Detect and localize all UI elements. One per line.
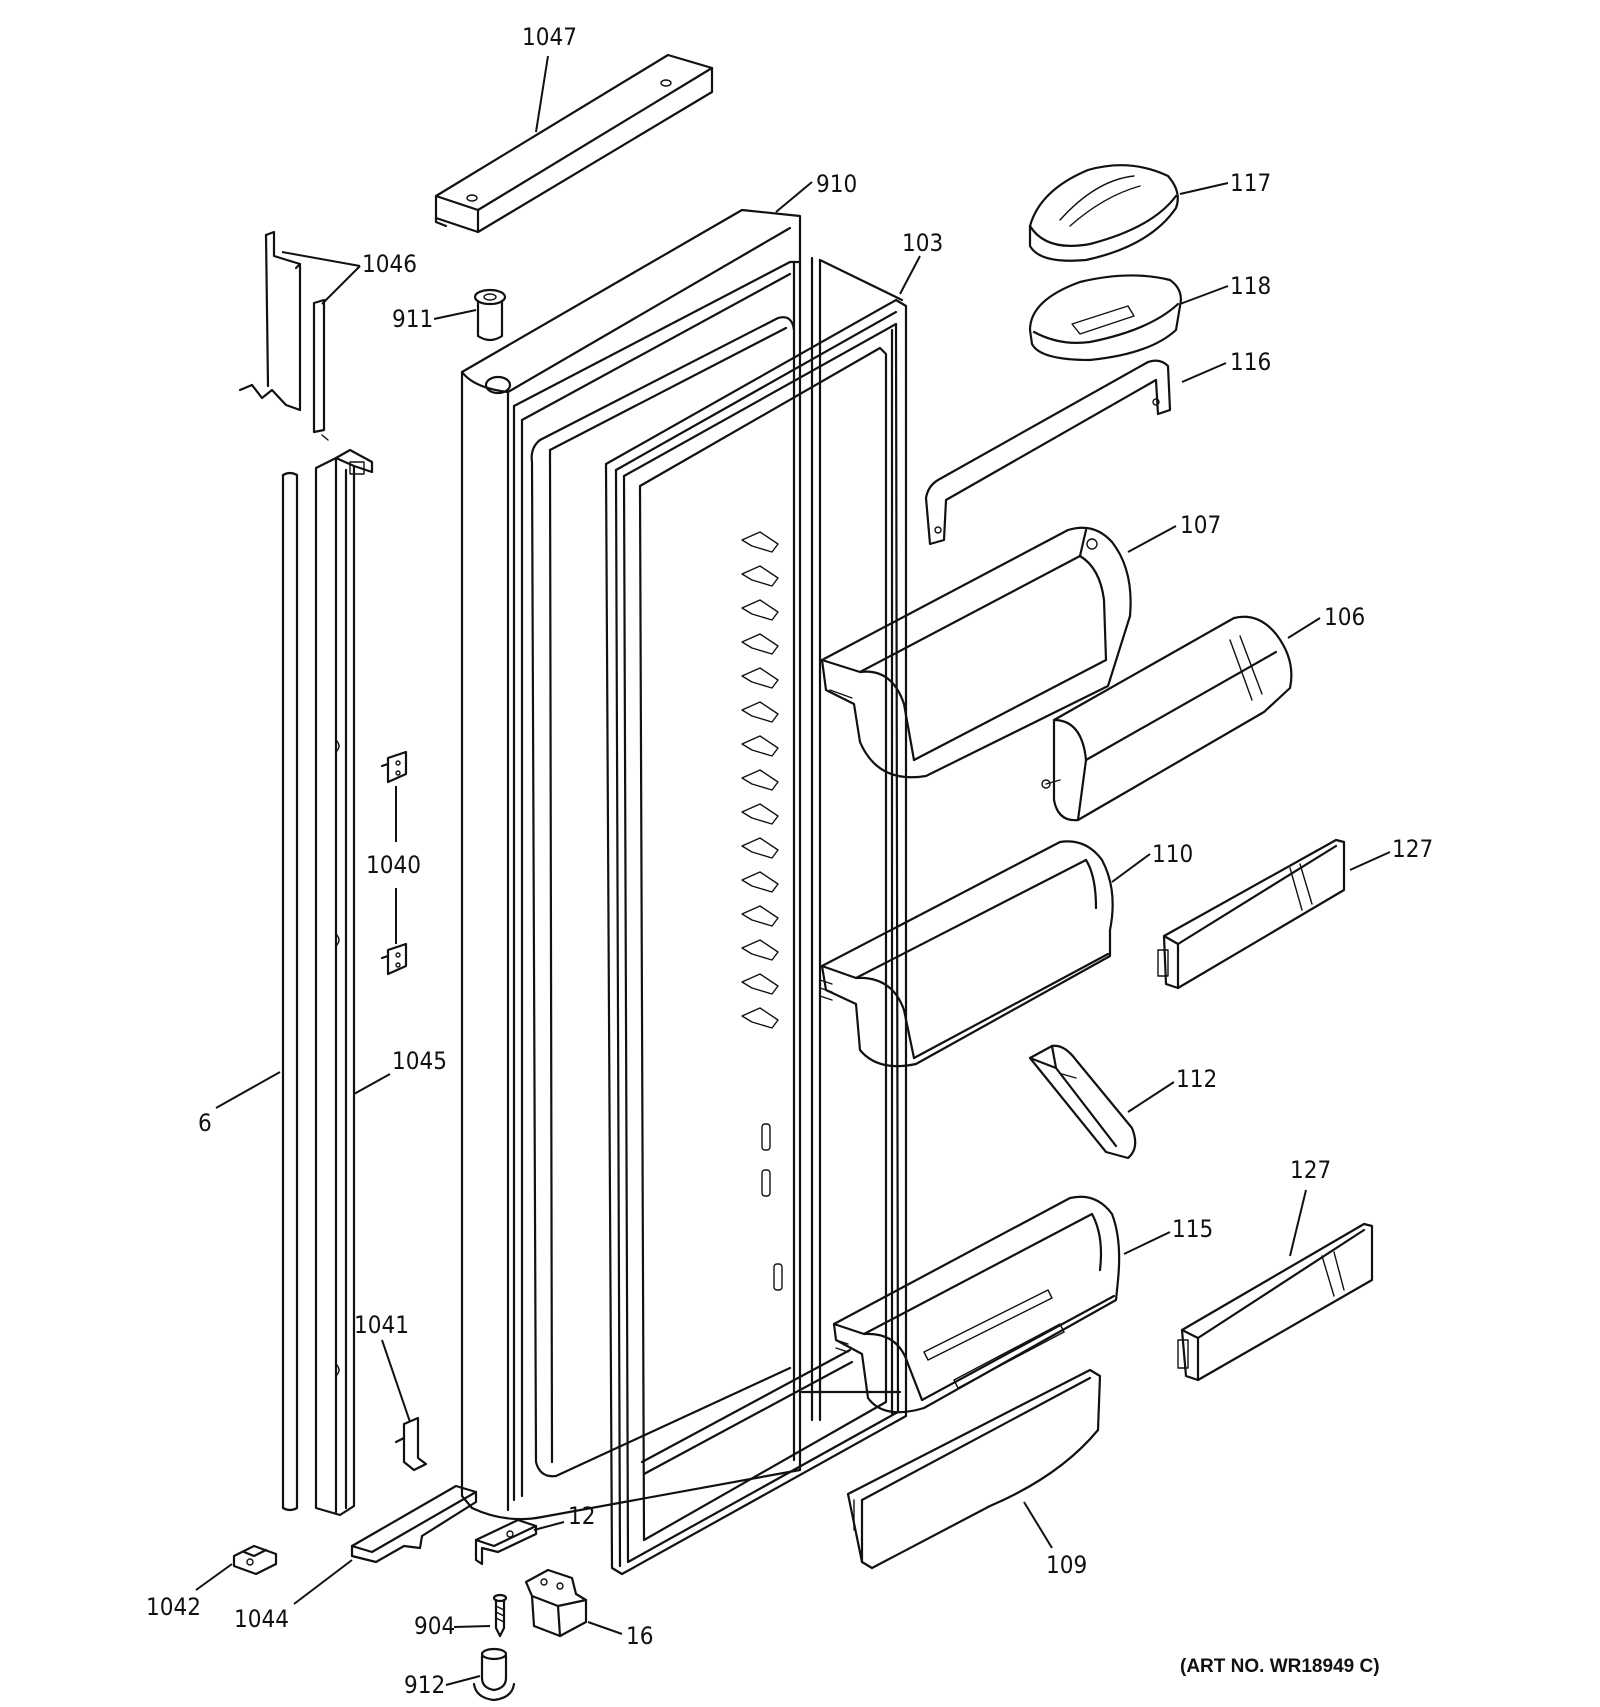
callout-1042: 1042 [146,1593,201,1621]
part-115-door-bin [832,1195,1121,1414]
part-107-door-bin [820,526,1132,779]
part-911-bushing [473,288,507,342]
art-number: (ART NO. WR18949 C) [1180,1656,1380,1677]
part-1046-hinge-covers [238,230,329,441]
part-127-bin-cover-lower [1177,1222,1374,1382]
callout-112: 112 [1176,1065,1217,1093]
part-109-bin-front [846,1368,1102,1570]
callout-1040: 1040 [366,851,421,879]
callout-1047: 1047 [522,23,577,51]
callout-912: 912 [404,1671,445,1699]
leader-lines [195,55,1391,1686]
callout-127-upper: 127 [1392,835,1433,863]
bin-support-rails [741,531,783,1291]
part-103-door-gasket-liner [604,256,908,1576]
part-910-fresh-food-door [460,208,802,1521]
callout-911: 911 [392,305,433,333]
callout-106: 106 [1324,603,1365,631]
part-1044-bottom-trim [350,1484,478,1564]
callout-labels: 1047 910 1046 911 103 117 118 116 107 10… [146,23,1433,1699]
callout-109: 109 [1046,1551,1087,1579]
callout-1045: 1045 [392,1047,447,1075]
part-912-bushing [472,1647,516,1702]
callout-116: 116 [1230,348,1271,376]
part-12-hinge-bracket [474,1518,538,1566]
callout-12: 12 [568,1502,595,1530]
part-6-door-trim-rod [281,471,299,1512]
part-112-bin-divider [1028,1044,1137,1160]
callout-118: 118 [1230,272,1271,300]
part-110-door-bin [819,840,1114,1068]
part-1045-door-trim-channel [314,448,374,1517]
part-106-bin-cover [1041,615,1293,822]
part-16-bottom-hinge [524,1568,588,1638]
part-904-screw [492,1593,508,1638]
callout-110: 110 [1152,840,1193,868]
callout-16: 16 [626,1622,653,1650]
part-116-shelf-rail [924,359,1172,546]
part-1040-door-brackets [380,750,408,976]
callout-117: 117 [1230,169,1271,197]
callout-107: 107 [1180,511,1221,539]
callout-127-lower: 127 [1290,1156,1331,1184]
callout-1041: 1041 [354,1311,409,1339]
callout-115: 115 [1172,1215,1213,1243]
callout-904: 904 [414,1612,455,1640]
part-1042-clip [232,1544,278,1576]
callout-1046: 1046 [362,250,417,278]
part-118-dairy-bin [1028,274,1182,362]
callout-1044: 1044 [234,1605,289,1633]
part-1047-top-hinge-cover [434,53,714,234]
part-117-dairy-cover [1028,164,1179,262]
callout-6: 6 [198,1109,212,1137]
part-1041-bottom-bracket [394,1416,428,1472]
callout-910: 910 [816,170,857,198]
part-127-bin-cover-upper [1157,838,1346,990]
callout-103: 103 [902,229,943,257]
